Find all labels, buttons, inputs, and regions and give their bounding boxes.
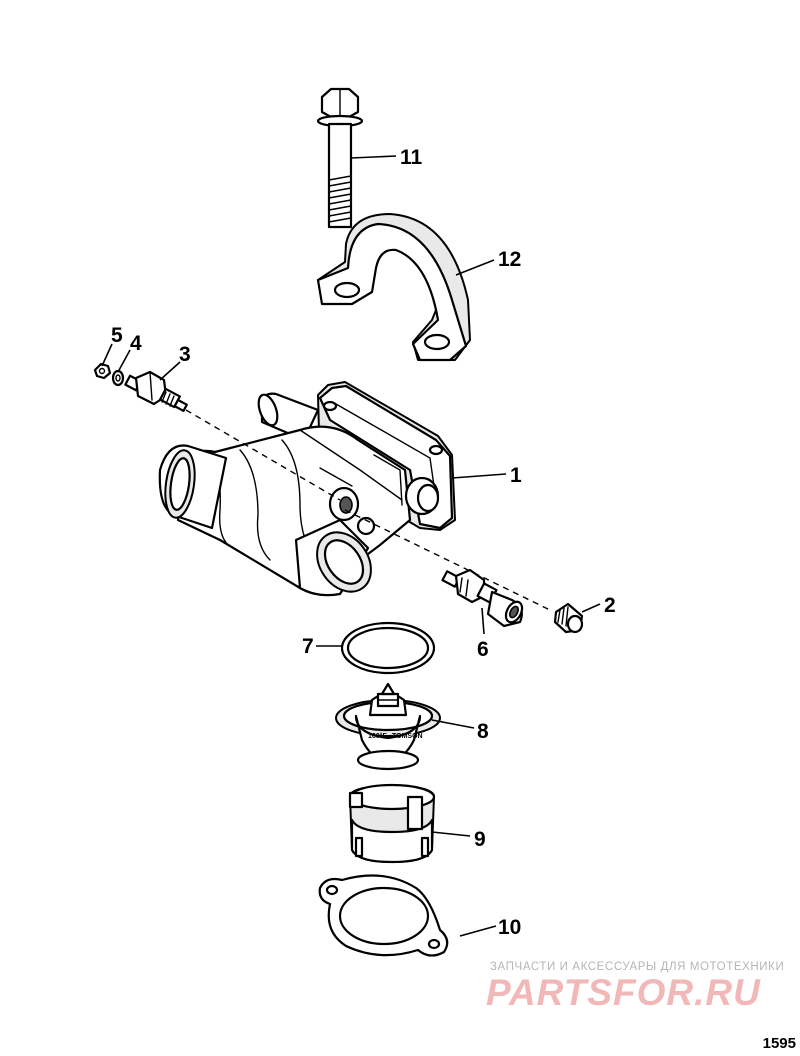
part-3-temp-sender: [124, 370, 188, 412]
part-10-gasket: [318, 874, 449, 957]
diagram-number: 1595: [762, 1035, 796, 1052]
callout-9: 9: [474, 828, 486, 851]
callout-6: 6: [477, 638, 489, 661]
part-5-nut: [93, 362, 112, 380]
part-11-bolt: [316, 87, 364, 229]
watermark-logo: PARTSFOR.RU: [486, 972, 761, 1013]
leader-lines: [101, 155, 601, 937]
part-7-o-ring: [340, 621, 436, 675]
part-6-sensor: [441, 568, 524, 628]
callout-3: 3: [179, 343, 191, 366]
part-12-bracket: [316, 213, 471, 362]
assembly-lines: [185, 409, 551, 611]
callout-5: 5: [111, 324, 123, 347]
callout-11: 11: [400, 146, 423, 169]
callout-7: 7: [302, 635, 314, 658]
thermostat-marking-right: TOMSON: [392, 733, 423, 740]
part-1-thermostat-housing: [158, 381, 456, 597]
thermostat-marking-left: 160°F: [368, 732, 387, 740]
callout-4: 4: [130, 332, 142, 355]
callout-1: 1: [510, 464, 522, 487]
callout-10: 10: [498, 916, 521, 939]
callout-12: 12: [498, 248, 521, 271]
callout-2: 2: [604, 594, 616, 617]
part-4-washer: [111, 369, 125, 387]
callout-8: 8: [477, 720, 489, 743]
watermark-tagline: ЗАПЧАСТИ И АКСЕССУАРЫ ДЛЯ МОТОТЕХНИКИ: [490, 961, 785, 973]
part-8-thermostat: 160°F TOMSON: [335, 682, 441, 771]
part-2-plug: [553, 602, 584, 634]
callouts: 11 12 3 4 5 1 2 6 7 8 9 10: [111, 146, 616, 939]
part-9-sleeve: [348, 783, 436, 864]
